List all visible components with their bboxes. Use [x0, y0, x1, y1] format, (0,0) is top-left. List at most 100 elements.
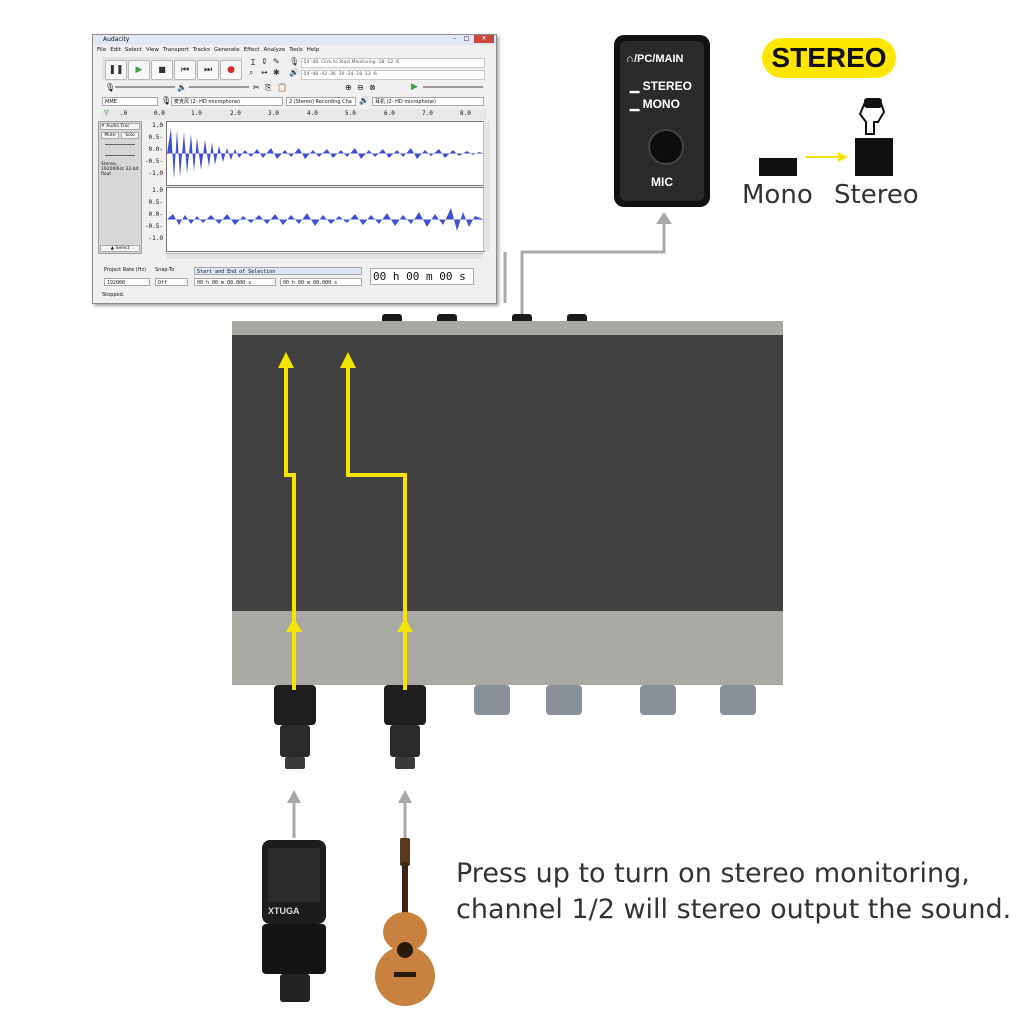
speed-slider[interactable] [423, 86, 483, 88]
playback-meter[interactable]: -54 -48 -42 -36 -30 -24 -18 -12 -6 [301, 70, 485, 80]
track-name-dropdown[interactable]: ✕ Audio Trac [100, 123, 140, 130]
record-volume-slider[interactable] [115, 86, 175, 88]
skip-end-button[interactable]: ⏭ [197, 60, 219, 80]
vertical-scrollbar[interactable] [483, 121, 490, 251]
paste-icon[interactable]: 📋 [277, 83, 287, 92]
record-button[interactable]: ● [220, 60, 242, 80]
snap-to-select[interactable]: Off [155, 278, 188, 286]
menu-view[interactable]: View [145, 47, 159, 53]
meter-tick: -36 [328, 72, 336, 77]
selection-tool-icon[interactable]: Ｉ [249, 58, 257, 67]
output-device-select[interactable]: 耳机 (2- HD microphone) [372, 97, 484, 106]
timeline-ruler[interactable]: ▽ .0 0.0 1.0 2.0 3.0 4.0 5.0 6.0 7.0 8.0 [102, 108, 487, 120]
timeshift-tool-icon[interactable]: ↔ [261, 68, 268, 77]
fit-icon[interactable]: ⊗ [369, 83, 376, 92]
menu-select[interactable]: Select [124, 47, 142, 53]
usb-connection-line [520, 212, 672, 318]
copy-icon[interactable]: ⎘ [265, 83, 272, 92]
selection-start-field[interactable]: 00 h 00 m 00.000 s [194, 278, 276, 286]
menu-generate[interactable]: Generate [213, 47, 240, 53]
meter-tick: -12 [385, 60, 394, 65]
menu-tracks[interactable]: Tracks [192, 47, 210, 53]
project-rate-label: Project Rate (Hz) [104, 267, 147, 273]
mono-label: Mono [742, 180, 813, 210]
record-meter[interactable]: -54 -48 Click to Start Monitoring -18 -1… [301, 58, 485, 68]
ruler-tick: 0.0 [154, 110, 165, 117]
cut-icon[interactable]: ✂ [253, 83, 260, 92]
microphone-icon: 🎙 [289, 57, 300, 66]
ruler-tick: 3.0 [268, 110, 279, 117]
menu-file[interactable]: File [97, 47, 107, 53]
solo-button[interactable]: Solo [121, 132, 139, 139]
zoom-tool-icon[interactable]: ⌕ [249, 68, 254, 77]
meter-tick: -30 [337, 72, 345, 77]
meter-tick: -18 [377, 60, 385, 65]
audio-position-field[interactable]: 00 h 00 m 00 s [370, 268, 474, 285]
select-button[interactable]: ▲ Select [100, 245, 140, 252]
input-device-select[interactable]: 麦克风 (2- HD microphone) [171, 97, 283, 106]
meter-tick: -42 [319, 72, 327, 77]
draw-tool-icon[interactable]: ✎ [273, 57, 280, 66]
menu-tools[interactable]: Tools [289, 47, 303, 53]
audio-interface [232, 321, 783, 685]
speaker-volume-icon: 🔈 [177, 83, 187, 92]
scale-label: 0.0- [148, 211, 163, 218]
window-title: Audacity [103, 36, 130, 43]
hand-pointer-icon [858, 98, 886, 135]
horizontal-scrollbar[interactable] [166, 253, 483, 259]
ruler-tick: 7.0 [422, 110, 433, 117]
track-control-panel: ✕ Audio Trac Mute Solo Stereo, 192000Hz … [98, 121, 142, 254]
channels-select[interactable]: 2 (Stereo) Recording Cha [286, 97, 356, 106]
meter-tick: -48 [310, 72, 319, 77]
mute-button[interactable]: Mute [101, 132, 119, 139]
meter-tick: -18 [354, 72, 363, 77]
stereo-label: Stereo [834, 180, 919, 210]
scale-label: 1.0 [152, 122, 163, 129]
meter-tick: -24 [345, 72, 354, 77]
menu-transport[interactable]: Transport [162, 47, 189, 53]
front-knobs[interactable] [474, 685, 756, 715]
play-at-speed-icon[interactable]: ▶ [411, 82, 418, 92]
waveform-left-channel[interactable] [166, 121, 485, 186]
snap-to-label: Snap-To [155, 267, 175, 273]
input-arrows [287, 790, 412, 838]
zoom-in-icon[interactable]: ⊕ [345, 83, 352, 92]
menu-help[interactable]: Help [306, 47, 320, 53]
mode-indicator [759, 138, 893, 176]
project-rate-select[interactable]: 192000 [104, 278, 150, 286]
ruler-tick: 8.0 [460, 110, 471, 117]
waveform-right-channel[interactable] [166, 187, 485, 252]
mic-knob[interactable] [648, 129, 684, 165]
pan-slider[interactable] [105, 155, 135, 156]
close-button[interactable]: ✕ [474, 35, 494, 43]
playback-volume-slider[interactable] [189, 86, 249, 88]
ruler-tick: .0 [120, 110, 128, 117]
minimize-button[interactable]: – [453, 35, 456, 42]
play-button[interactable]: ▶ [128, 60, 150, 80]
menu-effect[interactable]: Effect [243, 47, 260, 53]
envelope-tool-icon[interactable]: ⇕ [261, 57, 268, 66]
ruler-tick: 5.0 [345, 110, 356, 117]
menu-analyze[interactable]: Analyze [263, 47, 286, 53]
stop-button[interactable]: ■ [151, 60, 173, 80]
gain-slider[interactable] [105, 144, 135, 145]
maximize-button[interactable]: □ [463, 35, 470, 42]
meter-tick: -6 [372, 72, 377, 77]
mono-position-label: MONO [642, 97, 680, 111]
selection-end-field[interactable]: 00 h 00 m 00.000 s [280, 278, 362, 286]
ruler-tick: 2.0 [230, 110, 241, 117]
switch-up-icon: ▁ [630, 79, 640, 93]
zoom-out-icon[interactable]: ⊖ [357, 83, 364, 92]
ruler-tick: 1.0 [191, 110, 202, 117]
multi-tool-icon[interactable]: ✱ [273, 68, 280, 77]
meter-tick: -6 [394, 60, 400, 65]
pause-button[interactable]: ❚❚ [105, 60, 127, 80]
skip-start-button[interactable]: ⏮ [174, 60, 196, 80]
selection-mode-select[interactable]: Start and End of Selection [194, 267, 362, 275]
scale-label: 0.0- [148, 146, 163, 153]
signal-path-channel-2 [340, 352, 413, 690]
collapse-icon: ▲ [110, 246, 115, 251]
host-select[interactable]: MME [102, 97, 158, 106]
menu-edit[interactable]: Edit [110, 47, 121, 53]
